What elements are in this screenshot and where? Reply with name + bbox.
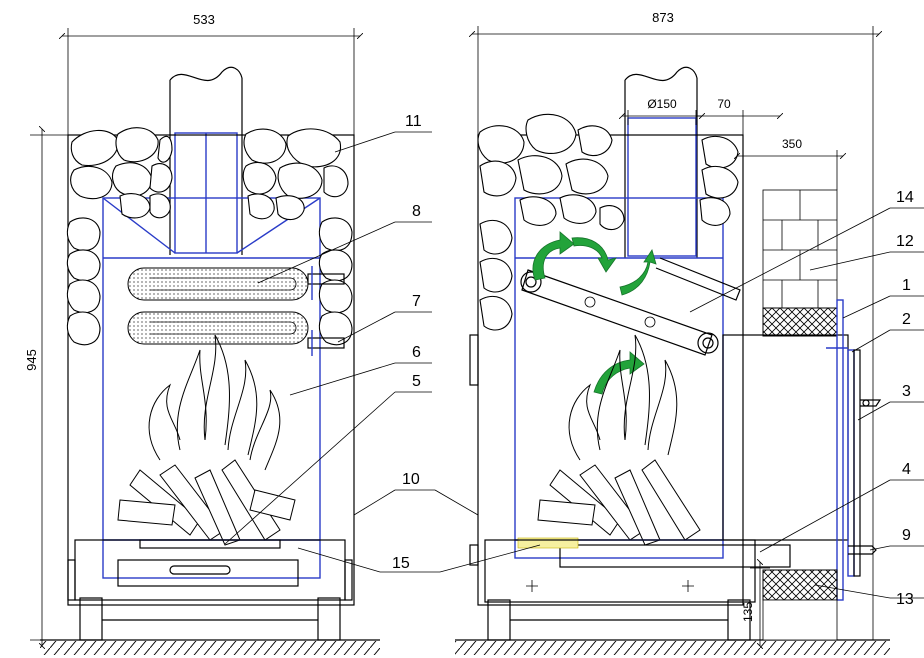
stones-side	[477, 113, 739, 331]
callout-14: 14	[896, 189, 914, 206]
dim-chimney-offset: 70	[717, 97, 731, 111]
flames-side	[568, 334, 678, 461]
callouts: 11 8 7 6 5 10 15 14 12 1 2 3 4	[224, 113, 924, 608]
callout-8: 8	[412, 203, 421, 220]
dimension-lines: 533 873 945 Ø150 70 350 135	[24, 10, 879, 646]
water-coil-side	[520, 257, 741, 356]
callout-11: 11	[405, 113, 422, 130]
dim-width-side: 873	[652, 10, 674, 25]
stones-front	[70, 127, 349, 221]
callout-6: 6	[412, 344, 421, 361]
ground-line	[40, 639, 890, 655]
callout-2: 2	[902, 311, 911, 328]
callout-9: 9	[902, 527, 911, 544]
callout-1: 1	[902, 277, 911, 294]
callout-15: 15	[392, 555, 410, 572]
water-coil-front	[127, 266, 345, 356]
airflow-arrows	[532, 231, 657, 395]
flames-front	[148, 334, 281, 471]
callout-4: 4	[902, 461, 911, 478]
callout-13: 13	[896, 591, 914, 608]
callout-3: 3	[902, 383, 911, 400]
front-view	[66, 66, 355, 641]
callout-10: 10	[402, 471, 420, 488]
logs-front	[117, 459, 296, 546]
dim-height-total: 945	[24, 349, 39, 371]
dim-legs-height: 135	[741, 602, 755, 622]
callout-7: 7	[412, 293, 421, 310]
dim-width-front: 533	[193, 12, 215, 27]
logs-side	[537, 459, 701, 546]
side-view	[469, 66, 882, 641]
dim-wall-gap: 350	[782, 137, 802, 151]
brick-wall	[762, 189, 844, 641]
callout-12: 12	[896, 233, 914, 250]
callout-5: 5	[412, 373, 421, 390]
dim-chimney-diameter: Ø150	[647, 97, 677, 111]
stones-side-front	[66, 217, 353, 346]
